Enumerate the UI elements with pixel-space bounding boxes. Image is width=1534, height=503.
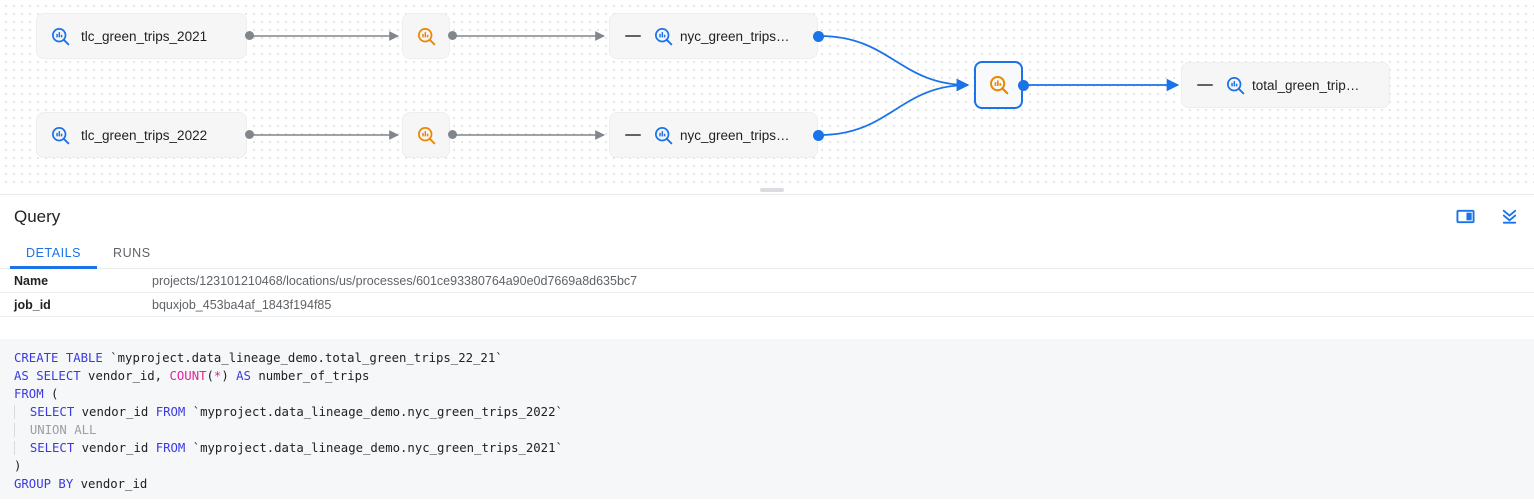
lineage-node-label: total_green_trip… — [1252, 77, 1360, 93]
sql-token: AS SELECT — [14, 369, 89, 383]
node-output-port[interactable] — [245, 31, 254, 40]
sql-token: CREATE TABLE — [14, 351, 111, 365]
sql-token: FROM — [155, 405, 193, 419]
sql-token: SELECT — [29, 441, 82, 455]
sql-token: vendor_id — [81, 441, 156, 455]
sql-token: ( — [51, 387, 59, 401]
sql-token: ) — [221, 369, 237, 383]
lineage-node-process-selected[interactable] — [974, 61, 1023, 109]
lineage-node-label: nyc_green_trips… — [680, 127, 790, 143]
drag-handle[interactable] — [760, 188, 784, 192]
page-title: Query — [14, 206, 61, 226]
detail-value: bquxjob_453ba4af_1843f194f85 — [152, 297, 332, 312]
lineage-node-tlc-green-trips-2021[interactable]: tlc_green_trips_2021 — [36, 13, 247, 59]
detail-value: projects/123101210468/locations/us/proce… — [152, 273, 638, 288]
sql-token: UNION ALL — [29, 423, 97, 437]
lineage-node-total-green-trips[interactable]: total_green_trip… — [1181, 62, 1390, 108]
panel-actions — [1454, 206, 1520, 228]
detail-key: Name — [14, 273, 49, 288]
lineage-node-process-1[interactable] — [402, 13, 450, 59]
sql-line: AS SELECT vendor_id, COUNT(*) AS number_… — [0, 367, 1534, 385]
details-table: Name projects/123101210468/locations/us/… — [0, 269, 1534, 317]
sql-line: SELECT vendor_id FROM `myproject.data_li… — [0, 439, 1534, 457]
detail-key: job_id — [14, 297, 51, 312]
sql-token: AS — [236, 369, 259, 383]
sql-line: CREATE TABLE `myproject.data_lineage_dem… — [0, 349, 1534, 367]
sql-token: COUNT — [169, 369, 207, 383]
sql-token: FROM — [14, 387, 52, 401]
node-output-port[interactable] — [813, 31, 824, 42]
lineage-node-label: nyc_green_trips… — [680, 28, 790, 44]
lineage-edge-layer — [250, 31, 1180, 140]
collapse-node-button[interactable] — [620, 122, 646, 148]
sql-token: SELECT — [29, 405, 82, 419]
sql-token: ( — [206, 369, 214, 383]
bigquery-table-icon — [49, 25, 71, 47]
sql-line: SELECT vendor_id FROM `myproject.data_li… — [0, 403, 1534, 421]
panel-header: Query — [0, 195, 1534, 238]
bigquery-table-icon — [652, 124, 674, 146]
detail-row-name: Name projects/123101210468/locations/us/… — [0, 269, 1534, 293]
lineage-node-process-2[interactable] — [402, 112, 450, 158]
sql-token: `myproject.data_lineage_demo.nyc_green_t… — [192, 405, 563, 419]
node-output-port[interactable] — [448, 31, 457, 40]
minus-icon — [625, 134, 641, 136]
lineage-graph-canvas[interactable]: tlc_green_trips_2021 tlc_green_trips_202… — [0, 0, 1534, 186]
bigquery-process-icon — [988, 74, 1010, 96]
bigquery-table-icon — [49, 124, 71, 146]
sql-line: UNION ALL — [0, 421, 1534, 439]
sql-token: ) — [14, 459, 22, 473]
sql-line: ) — [0, 457, 1534, 475]
split-panel-icon[interactable] — [1454, 206, 1476, 228]
minus-icon — [1197, 84, 1213, 86]
lineage-node-nyc-green-trips-2022[interactable]: nyc_green_trips… — [609, 112, 818, 158]
sql-line: FROM ( — [0, 385, 1534, 403]
sql-token: `myproject.data_lineage_demo.total_green… — [110, 351, 503, 365]
sql-token: vendor_id, — [88, 369, 170, 383]
tab-details[interactable]: DETAILS — [10, 238, 98, 269]
sql-token: `myproject.data_lineage_demo.nyc_green_t… — [192, 441, 563, 455]
node-output-port[interactable] — [1018, 80, 1029, 91]
sql-token — [14, 405, 30, 419]
lineage-node-nyc-green-trips-2021[interactable]: nyc_green_trips… — [609, 13, 818, 59]
node-output-port[interactable] — [245, 130, 254, 139]
sql-token: vendor_id — [81, 405, 156, 419]
collapse-node-button[interactable] — [1192, 72, 1218, 98]
query-details-panel: Query DETAILS RUNS Name projects — [0, 195, 1534, 499]
collapse-node-button[interactable] — [620, 23, 646, 49]
sql-code-block[interactable]: CREATE TABLE `myproject.data_lineage_dem… — [0, 339, 1534, 499]
bigquery-process-icon — [415, 25, 437, 47]
bigquery-process-icon — [415, 124, 437, 146]
detail-row-job-id: job_id bquxjob_453ba4af_1843f194f85 — [0, 293, 1534, 317]
sql-token: * — [213, 369, 222, 383]
sql-token: vendor_id — [80, 477, 148, 491]
sql-token — [14, 423, 30, 437]
sql-token: FROM — [155, 441, 193, 455]
minus-icon — [625, 35, 641, 37]
panel-resize-splitter[interactable] — [0, 186, 1534, 195]
node-output-port[interactable] — [448, 130, 457, 139]
sql-token: number_of_trips — [258, 369, 370, 383]
bigquery-table-icon — [652, 25, 674, 47]
panel-tabs: DETAILS RUNS — [0, 238, 1534, 269]
tab-runs[interactable]: RUNS — [113, 246, 151, 260]
lineage-node-label: tlc_green_trips_2022 — [81, 127, 208, 143]
lineage-node-label: tlc_green_trips_2021 — [81, 28, 208, 44]
sql-token: GROUP BY — [14, 477, 81, 491]
lineage-node-tlc-green-trips-2022[interactable]: tlc_green_trips_2022 — [36, 112, 247, 158]
collapse-panel-icon[interactable] — [1498, 206, 1520, 228]
sql-token — [14, 441, 30, 455]
bigquery-table-icon — [1224, 74, 1246, 96]
node-output-port[interactable] — [813, 130, 824, 141]
sql-line: GROUP BY vendor_id — [0, 475, 1534, 493]
